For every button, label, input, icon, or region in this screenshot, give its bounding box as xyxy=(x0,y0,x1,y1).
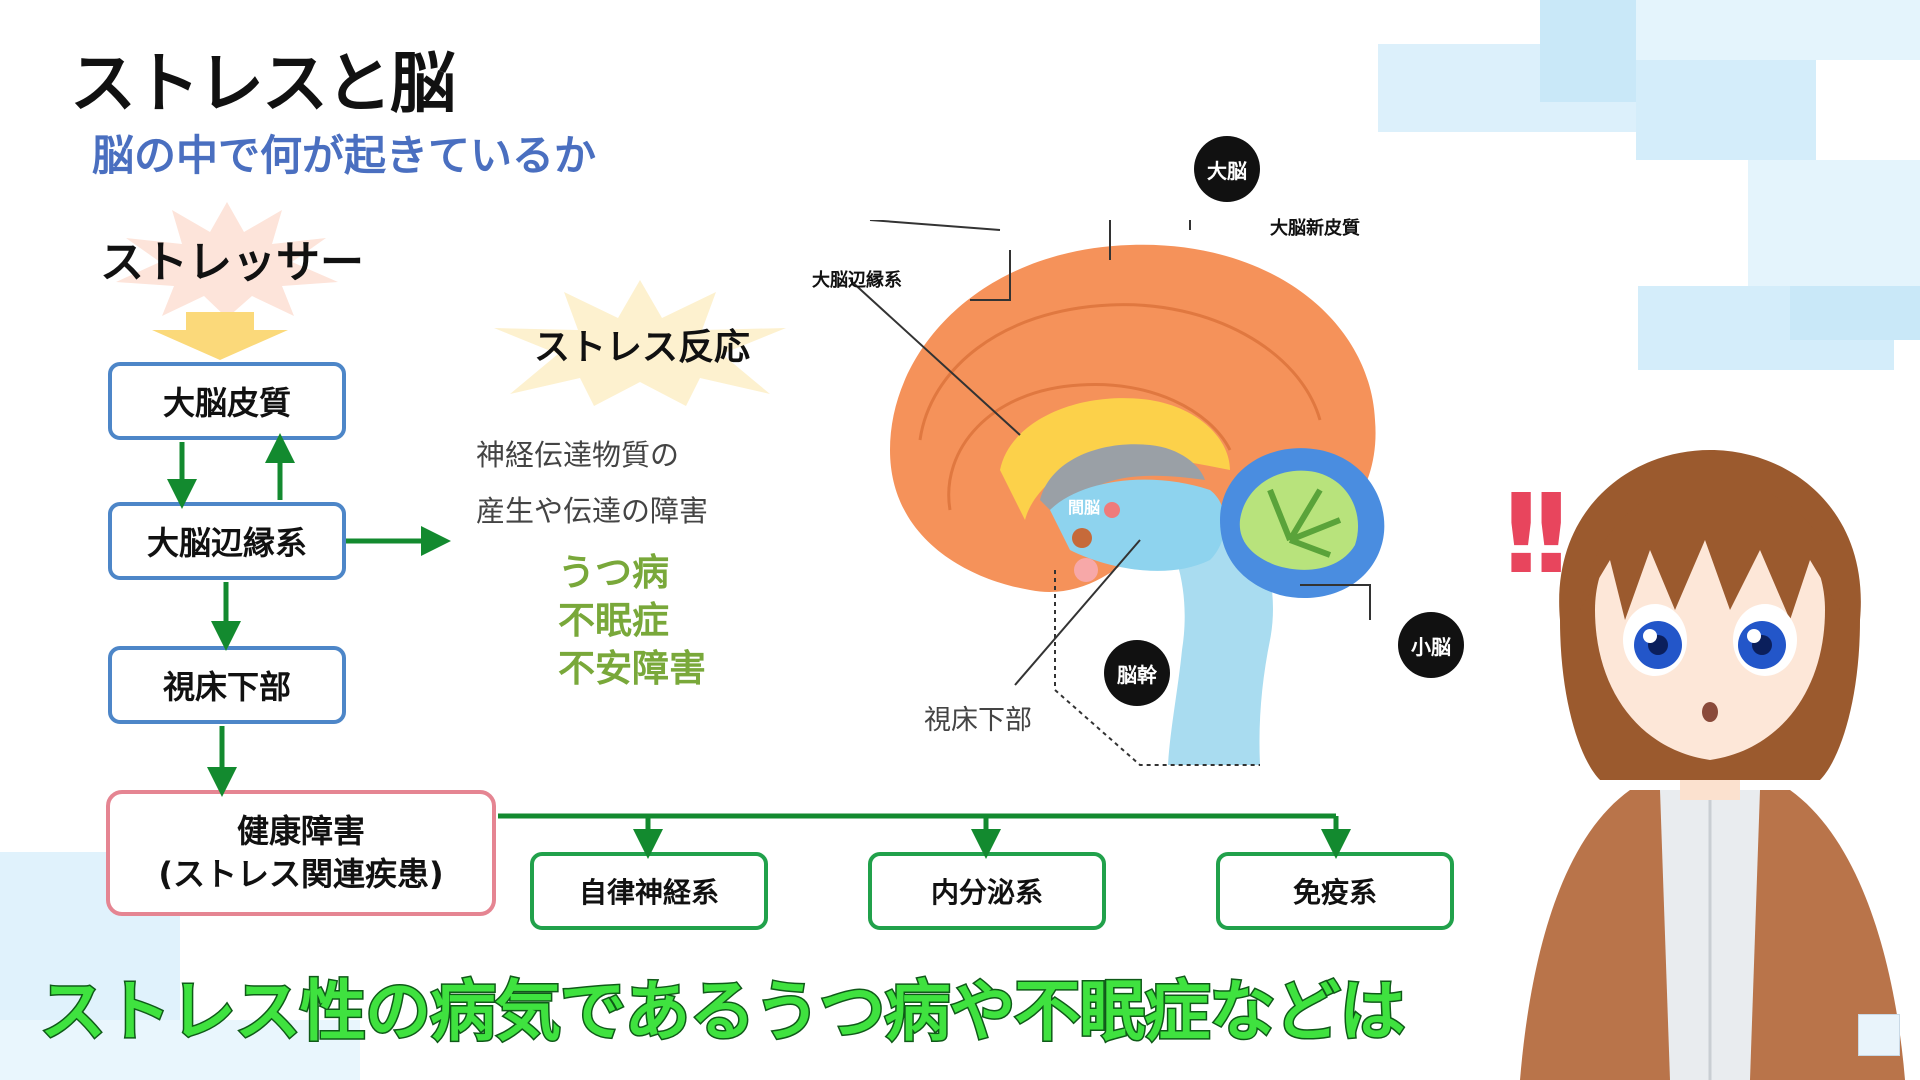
stressor-down-arrow xyxy=(152,312,288,360)
neocortex-label: 大脳新皮質 xyxy=(1270,218,1360,239)
endocrine-box: 内分泌系 xyxy=(868,852,1106,930)
limbic-box: 大脳辺縁系 xyxy=(108,502,346,580)
limbic-label: 大脳辺縁系 xyxy=(812,270,902,291)
hypothalamus-brain-label: 視床下部 xyxy=(924,705,1032,736)
stress-response-burst xyxy=(494,280,786,406)
health-disorder-line2: (ストレス関連疾患) xyxy=(158,855,444,893)
cortex-box: 大脳皮質 xyxy=(108,362,346,440)
subtitle-caption: ストレス性の病気であるうつ病や不眠症などは xyxy=(38,972,1406,1052)
brain-illustration xyxy=(850,220,1385,766)
stress-response-title: ストレス反応 xyxy=(534,327,751,368)
brainstem-label: 脳幹 xyxy=(1104,640,1170,706)
stressor-label: ストレッサー xyxy=(100,237,364,288)
page-subtitle: 脳の中で何が起きているか xyxy=(92,131,597,180)
health-disorder-line1: 健康障害 xyxy=(236,811,365,850)
autonomic-nervous-box: 自律神経系 xyxy=(530,852,768,930)
avatar-icon xyxy=(1858,1014,1900,1056)
response-text-line2: 産生や伝達の障害 xyxy=(476,494,709,528)
stressor-burst xyxy=(116,202,338,318)
disease-depression: うつ病 xyxy=(558,551,669,594)
health-disorder-box: 健康障害 (ストレス関連疾患) xyxy=(106,790,496,916)
page-title: ストレスと脳 xyxy=(70,45,456,122)
diencephalon-label: 間脳 xyxy=(1068,498,1101,517)
character-illustration xyxy=(1520,450,1905,1080)
cerebellum-label: 小脳 xyxy=(1398,612,1464,678)
flow-arrows xyxy=(167,433,1351,859)
immune-box: 免疫系 xyxy=(1216,852,1454,930)
disease-anxiety: 不安障害 xyxy=(558,647,706,690)
cerebrum-label: 大脳 xyxy=(1194,136,1260,202)
response-text-line1: 神経伝達物質の xyxy=(476,438,680,472)
disease-insomnia: 不眠症 xyxy=(558,599,669,642)
